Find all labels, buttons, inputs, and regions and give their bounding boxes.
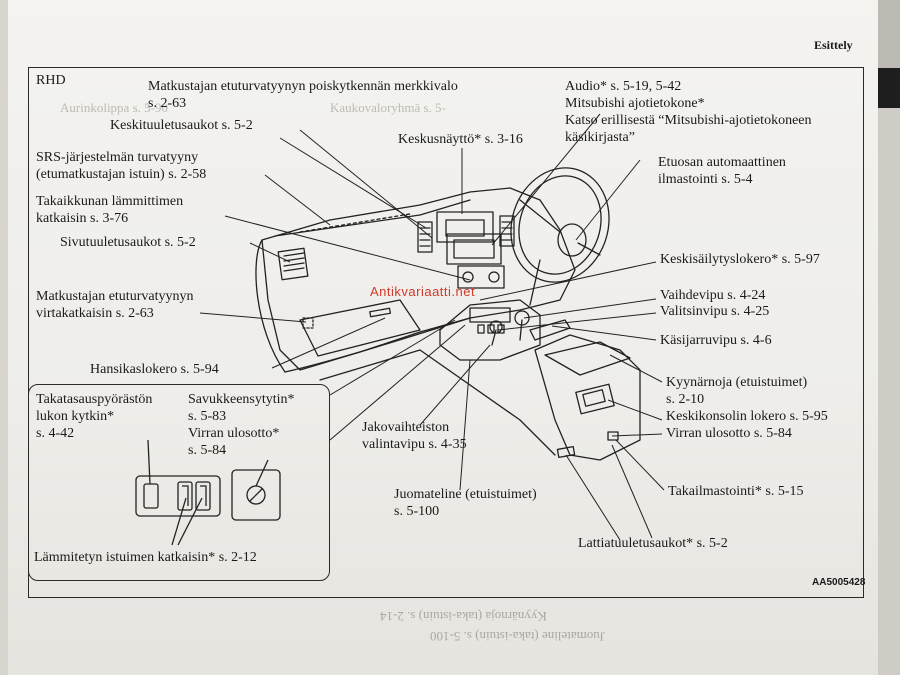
floor-vents-label: Lattiatuuletusaukot* s. 5-2 <box>578 536 728 551</box>
rear-diff-lock-switch-art <box>143 483 159 509</box>
passenger-airbag-lamp-label: Matkustajan etuturvatyynyn poiskytkennän… <box>148 79 458 94</box>
section-title: Esittely <box>814 38 853 52</box>
inset-switches <box>135 439 281 546</box>
side-vent-left <box>277 247 309 281</box>
dashboard-outline <box>261 187 576 371</box>
passenger-airbag-lamp-page: s. 2-63 <box>148 96 187 111</box>
auto-climate-label: Etuosan automaattinen <box>658 155 786 170</box>
cupholder-label: Juomateline (etuistuimet) <box>394 487 537 502</box>
watermark: Antikvariaatti.net <box>370 284 476 299</box>
steering-wheel-art <box>510 167 610 283</box>
rear-diff-lock-label: Takatasauspyörästön <box>36 392 153 407</box>
inset-power-outlet-label: Virran ulosotto* <box>188 426 280 441</box>
page-gutter <box>0 0 10 675</box>
edge-tab-grey <box>878 0 900 68</box>
ghost-text: Aurinkolippa s. 5-90 <box>60 100 168 115</box>
lighter-outlet-art <box>231 469 281 521</box>
audio-label-2: Mitsubishi ajotietokone* <box>565 96 705 111</box>
glovebox-label: Hansikaslokero s. 5-94 <box>90 362 219 377</box>
switch-inset <box>28 384 330 581</box>
console-box-label: Keskikonsolin lokero s. 5-95 <box>666 409 828 424</box>
ghost-text: Kaukovaloryhmä s. 5- <box>330 100 446 115</box>
power-outlet-label: Virran ulosotto s. 5-84 <box>666 426 792 441</box>
transfer-lever-label: Jakovaihteiston <box>362 420 450 435</box>
rear-diff-lock-label-2: lukon kytkin* <box>36 409 115 424</box>
rear-defogger-label-2: katkaisin s. 3-76 <box>36 211 129 226</box>
section-thumb-tab <box>878 68 900 108</box>
inset-power-outlet-label-2: s. 5-84 <box>188 443 227 458</box>
center-vents <box>417 215 515 253</box>
center-display-art <box>436 211 494 243</box>
center-console-art <box>534 334 641 461</box>
airbag-switch-art <box>302 317 314 329</box>
srs-airbag-label: SRS-järjestelmän turvatyyny <box>36 150 199 165</box>
rear-defogger-label: Takaikkunan lämmittimen <box>36 194 184 209</box>
transfer-lever-label-2: valintavipu s. 4-35 <box>362 437 467 452</box>
selector-lever-label: Valitsinvipu s. 4-25 <box>660 304 770 319</box>
audio-label-3: Katso erillisestä “Mitsubishi-ajotietoko… <box>565 113 812 128</box>
figure-frame <box>28 67 864 598</box>
gear-lever-label: Vaihdevipu s. 4-24 <box>660 288 766 303</box>
drive-side-label: RHD <box>36 73 66 88</box>
rear-ac-label: Takailmastointi* s. 5-15 <box>668 484 804 499</box>
rear-diff-lock-label-3: s. 4-42 <box>36 426 75 441</box>
cigarette-lighter-label: Savukkeensytytin* <box>188 392 295 407</box>
center-storage-label: Keskisäilytyslokero* s. 5-97 <box>660 252 820 267</box>
srs-airbag-label-2: (etumatkustajan istuin) s. 2-58 <box>36 167 207 182</box>
cigarette-lighter-label-2: s. 5-83 <box>188 409 227 424</box>
manual-page <box>8 0 878 675</box>
glovebox-art <box>299 299 421 357</box>
handbrake-label: Käsijarruvipu s. 4-6 <box>660 333 772 348</box>
side-vents-label: Sivutuuletusaukot s. 5-2 <box>60 235 196 250</box>
auto-climate-label-2: ilmastointi s. 5-4 <box>658 172 753 187</box>
armrest-label: Kyynärnoja (etuistuimet) <box>666 375 808 390</box>
airbag-switch-label: Matkustajan etuturvatyynyn <box>36 289 194 304</box>
center-display-label: Keskusnäyttö* s. 3-16 <box>398 132 523 147</box>
center-vents-label: Keskituuletusaukot s. 5-2 <box>110 118 253 133</box>
cupholder-label-2: s. 5-100 <box>394 504 440 519</box>
audio-label: Audio* s. 5-19, 5-42 <box>565 79 682 94</box>
audio-label-4: käsikirjasta” <box>565 130 635 145</box>
armrest-label-2: s. 2-10 <box>666 392 705 407</box>
seat-heater-label: Lämmitetyn istuimen katkaisin* s. 2-12 <box>34 550 257 565</box>
leader-lines <box>199 113 665 541</box>
airbag-switch-label-2: virtakatkaisin s. 2-63 <box>36 306 154 321</box>
audio-unit-art <box>446 233 502 265</box>
figure-code: AA5005428 <box>812 577 866 588</box>
